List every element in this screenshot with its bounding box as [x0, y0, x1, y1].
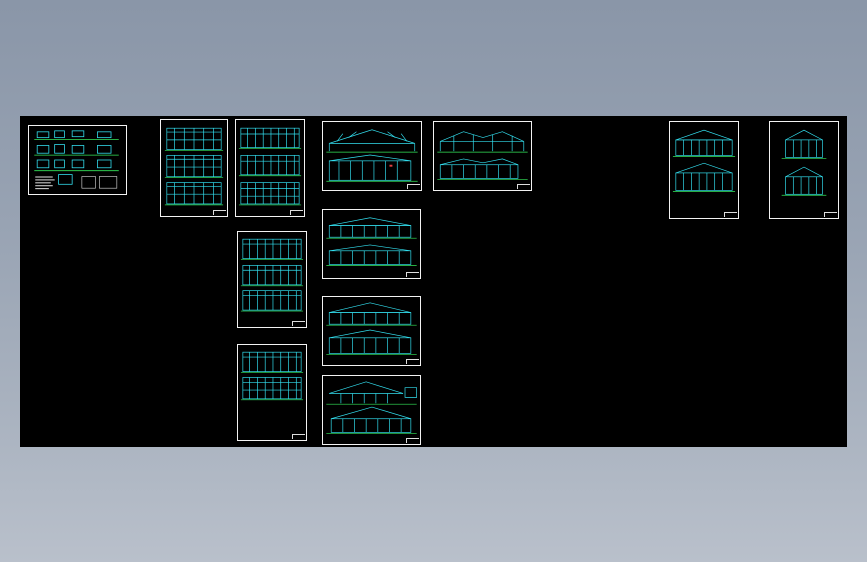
drawing-sheet-elevation-3[interactable] [237, 231, 307, 328]
title-block [517, 184, 530, 189]
drawing-sheet-elevation-4[interactable] [237, 344, 307, 441]
drawing-canvas[interactable] [20, 116, 847, 447]
drawing-sheet-truss-1[interactable] [322, 121, 422, 191]
truss-drawing [326, 129, 418, 182]
truss-drawing [672, 129, 736, 192]
drawing-sheet-gable[interactable] [769, 121, 839, 219]
title-block [407, 184, 420, 189]
title-block [824, 212, 837, 217]
drawing-sheet-truss-2[interactable] [433, 121, 532, 191]
title-block [724, 212, 737, 217]
drawing-sheet-truss-4[interactable] [322, 296, 421, 366]
truss-drawing [437, 131, 528, 180]
title-block [406, 359, 419, 364]
elevation-drawing [164, 127, 224, 206]
drawing-sheet-truss-6[interactable] [669, 121, 739, 219]
drawing-sheet-elevation-1[interactable] [160, 119, 228, 217]
drawing-sheet-details[interactable] [28, 125, 127, 195]
elevation-drawing [240, 351, 304, 401]
elevation-drawing [238, 127, 302, 206]
title-block [406, 272, 419, 277]
truss-drawing [326, 381, 418, 434]
drawing-sheet-elevation-2[interactable] [235, 119, 305, 217]
title-block [213, 210, 226, 215]
drawing-sheet-truss-3[interactable] [322, 209, 421, 279]
gable-drawing [781, 129, 827, 196]
elevation-drawing [240, 238, 304, 312]
title-block [406, 438, 419, 443]
truss-drawing [326, 302, 417, 355]
details-drawing [34, 130, 119, 190]
truss-drawing [326, 217, 417, 266]
title-block [292, 321, 305, 326]
title-block [292, 434, 305, 439]
drawing-sheet-truss-5[interactable] [322, 375, 421, 445]
title-block [290, 210, 303, 215]
